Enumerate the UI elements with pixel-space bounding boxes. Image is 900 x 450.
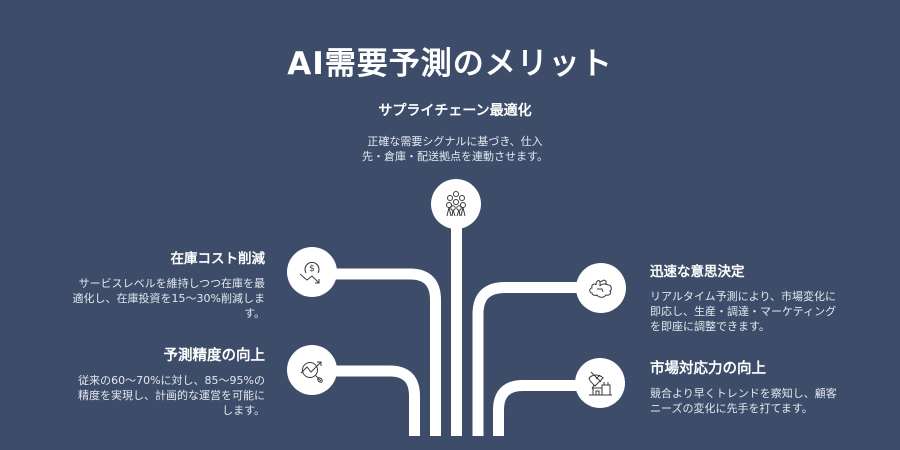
heading: 在庫コスト削減 [170, 251, 266, 267]
body-line: リアルタイム予測により、市場変化に [650, 290, 837, 303]
body-line: 即応し、生産・調達・マーケティング [650, 305, 837, 318]
magnifier-trend-icon [300, 361, 323, 383]
network-structure-icon [446, 191, 466, 217]
body-line: 正確な需要シグナルに基づき、仕入 [367, 135, 543, 148]
heading: 市場対応力の向上 [650, 361, 766, 377]
quick-decision-icon-circle [576, 263, 626, 313]
body-line: 精度を実現し、計画的な運営を可能に [78, 389, 265, 402]
benefit-quick-decision: 迅速な意思決定 リアルタイム予測により、市場変化に 即応し、生産・調達・マーケテ… [650, 263, 860, 334]
body-line: す。 [244, 307, 265, 320]
body-line: 先・倉庫・配送拠点を連動させます。 [362, 150, 548, 163]
inventory-cost-icon-circle: $ [287, 247, 337, 297]
page-title: AI需要予測のメリット [287, 46, 613, 82]
svg-text:$: $ [309, 264, 315, 274]
market-response-icon-circle [575, 358, 625, 408]
body-line: 競合より早くトレンドを察知し、顧客 [650, 387, 837, 400]
body-line: を即座に調整できます。 [650, 320, 770, 333]
satellite-dish-icon [588, 371, 612, 396]
benefit-market-response: 市場対応力の向上 競合より早くトレンドを察知し、顧客 ニーズの変化に先手を打てま… [650, 360, 860, 416]
body-line: ニーズの変化に先手を打てます。 [650, 402, 813, 415]
heading: 予測精度の向上 [163, 348, 266, 364]
benefit-inventory-cost: 在庫コスト削減 サービスレベルを維持しつつ在庫を最 適化し、在庫投資を15〜30… [60, 250, 265, 321]
body-line: します。 [222, 404, 265, 417]
body-line: 従来の60〜70%に対し、85〜95%の [78, 374, 265, 387]
brain-icon [589, 279, 612, 298]
pipe-inner-right [472, 282, 580, 436]
benefit-supply-chain: サプライチェーン最適化 正確な需要シグナルに基づき、仕入 先・倉庫・配送拠点を連… [330, 102, 580, 164]
pipe-outer-right [493, 380, 580, 436]
body-line: サービスレベルを維持しつつ在庫を最 [78, 277, 265, 290]
pipe-inner-left [330, 268, 441, 436]
supply-chain-icon-circle [431, 179, 481, 229]
heading: 迅速な意思決定 [650, 264, 745, 280]
pipe-outer-left [330, 365, 420, 436]
body-line: 適化し、在庫投資を15〜30%削減しま [72, 292, 265, 305]
forecast-accuracy-icon-circle [287, 345, 337, 395]
dollar-down-trend-icon: $ [299, 261, 320, 284]
benefit-forecast-accuracy: 予測精度の向上 従来の60〜70%に対し、85〜95%の 精度を実現し、計画的な… [60, 347, 265, 418]
heading: サプライチェーン最適化 [378, 103, 532, 119]
